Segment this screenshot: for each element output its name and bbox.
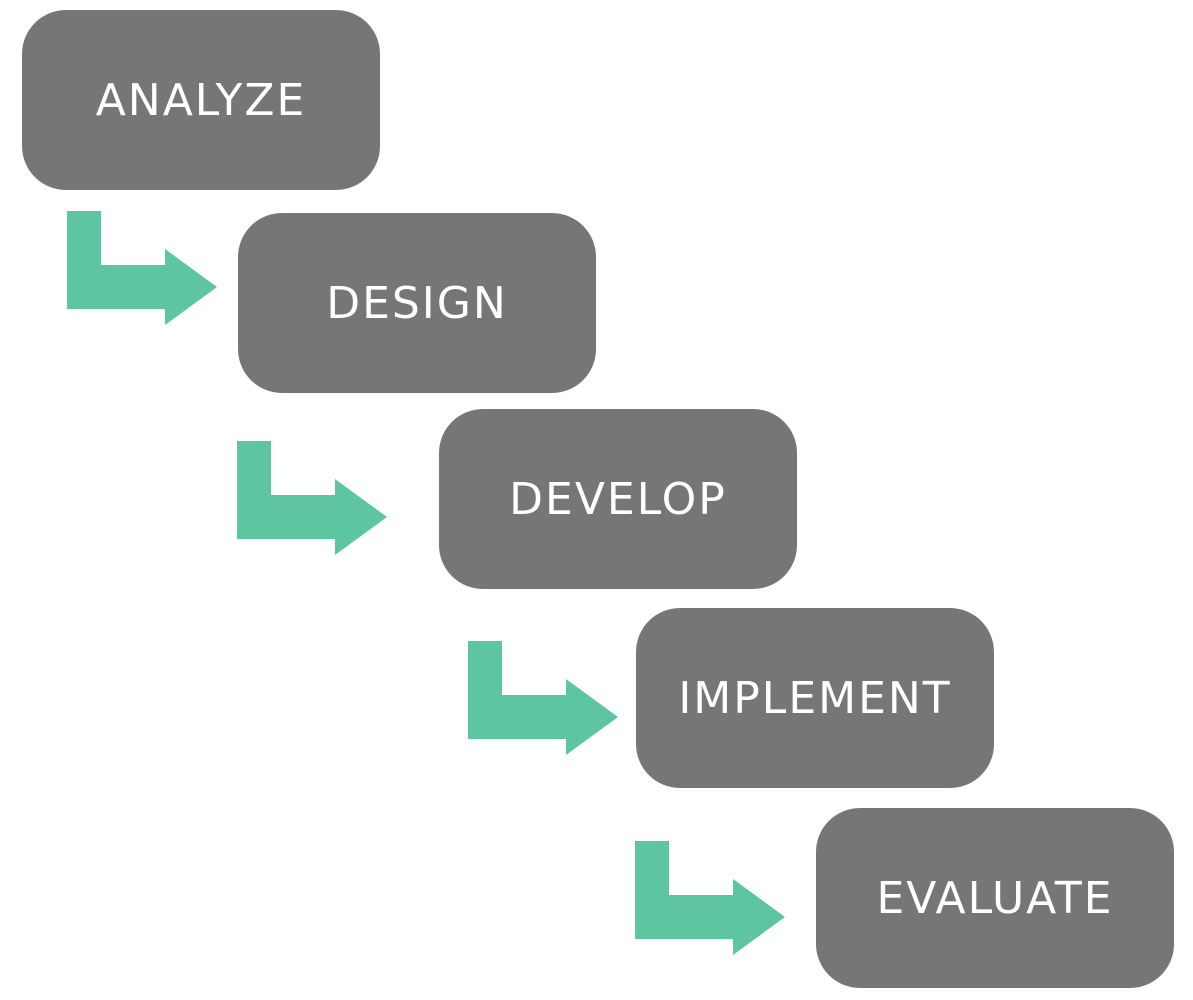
step-design-label: DESIGN: [326, 277, 508, 329]
step-develop-label: DEVELOP: [509, 473, 727, 525]
bent-arrow-icon: [237, 441, 387, 555]
step-evaluate-box: EVALUATE: [816, 808, 1174, 988]
step-design-box: DESIGN: [238, 213, 596, 393]
step-implement-label: IMPLEMENT: [678, 672, 952, 724]
step-analyze-label: ANALYZE: [95, 74, 307, 126]
bent-arrow-icon: [67, 211, 217, 325]
bent-arrow-icon: [635, 841, 785, 955]
step-evaluate-label: EVALUATE: [876, 872, 1114, 924]
step-analyze-box: ANALYZE: [22, 10, 380, 190]
step-implement-box: IMPLEMENT: [636, 608, 994, 788]
step-develop-box: DEVELOP: [439, 409, 797, 589]
bent-arrow-icon: [468, 641, 618, 755]
